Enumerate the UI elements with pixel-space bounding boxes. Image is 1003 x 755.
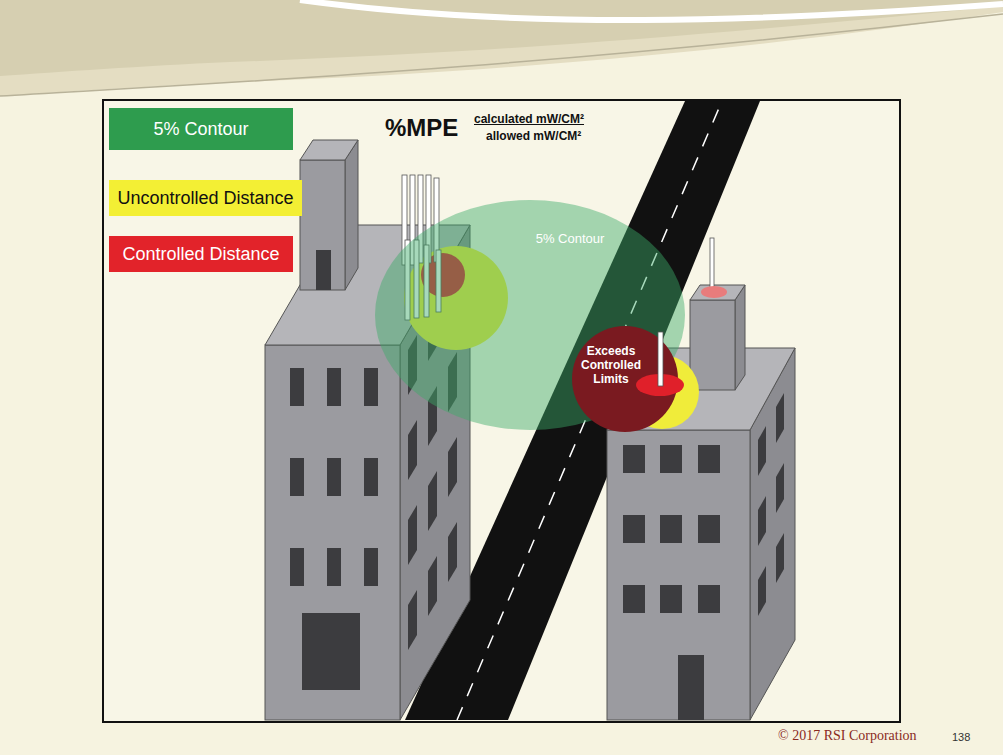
right-building bbox=[623, 515, 645, 543]
copyright-note: © 2017 RSI Corporation bbox=[778, 728, 917, 744]
left-building bbox=[316, 250, 331, 290]
right-building bbox=[698, 445, 720, 473]
left-building bbox=[448, 522, 457, 582]
legend-text: 5% Contour bbox=[109, 108, 293, 150]
left-building bbox=[408, 420, 417, 480]
right-building bbox=[660, 515, 682, 543]
right-building bbox=[710, 238, 714, 292]
left-building bbox=[345, 140, 358, 290]
top-swoosh bbox=[0, 0, 1003, 96]
picture-frame bbox=[103, 100, 900, 722]
legend-entry: Uncontrolled Distance bbox=[109, 180, 302, 216]
left-building bbox=[290, 548, 304, 586]
legend-text: Uncontrolled Distance bbox=[109, 180, 302, 216]
right-building bbox=[701, 286, 727, 298]
right-building bbox=[690, 300, 735, 390]
right-building bbox=[690, 285, 745, 300]
left-building bbox=[290, 368, 304, 406]
left-building bbox=[364, 548, 378, 586]
left-building bbox=[327, 368, 341, 406]
right-building bbox=[776, 393, 784, 443]
left-building bbox=[408, 590, 417, 650]
left-building bbox=[265, 345, 400, 720]
right-building bbox=[758, 566, 766, 616]
exceeds-limits-zone-shape bbox=[572, 326, 684, 432]
top-swoosh bbox=[0, 0, 1003, 76]
exceeds-limits-zone-shape bbox=[658, 332, 663, 386]
top-swoosh bbox=[0, 0, 1003, 96]
left-building bbox=[300, 140, 358, 160]
formula-numerator: calculated mW/CM² bbox=[474, 112, 584, 126]
top-swoosh bbox=[0, 14, 1003, 96]
left-building bbox=[290, 458, 304, 496]
right-building bbox=[776, 533, 784, 583]
left-building bbox=[364, 368, 378, 406]
page-number: 138 bbox=[952, 731, 970, 743]
right-building bbox=[678, 655, 704, 720]
right-building bbox=[698, 515, 720, 543]
right-building bbox=[660, 445, 682, 473]
exceeds-limits-zone-shape bbox=[572, 326, 678, 432]
right-building bbox=[623, 585, 645, 613]
left-building bbox=[302, 613, 360, 690]
left-building bbox=[327, 548, 341, 586]
exceeds-limits-zone: Exceeds Controlled Limits bbox=[572, 326, 678, 432]
left-building bbox=[448, 437, 457, 497]
formula-title: %MPE bbox=[385, 114, 458, 142]
legend-entry: Controlled Distance bbox=[109, 236, 293, 272]
right-building bbox=[660, 585, 682, 613]
formula-denominator: allowed mW/CM² bbox=[486, 129, 581, 143]
zone-label: Exceeds Controlled Limits bbox=[575, 344, 647, 386]
zone-label: 5% Contour bbox=[525, 232, 615, 246]
right-building bbox=[758, 426, 766, 476]
right-building bbox=[623, 445, 645, 473]
left-building bbox=[327, 458, 341, 496]
right-building bbox=[607, 430, 750, 720]
right-building bbox=[776, 463, 784, 513]
left-building bbox=[408, 505, 417, 565]
top-swoosh bbox=[300, 0, 1003, 20]
left-building bbox=[428, 556, 437, 616]
right-building bbox=[758, 496, 766, 546]
legend-text: Controlled Distance bbox=[109, 236, 293, 272]
left-building bbox=[300, 160, 345, 290]
right-building bbox=[735, 285, 745, 390]
left-building bbox=[364, 458, 378, 496]
left-building bbox=[428, 471, 437, 531]
right-building bbox=[698, 585, 720, 613]
legend-entry: 5% Contour bbox=[109, 108, 293, 150]
